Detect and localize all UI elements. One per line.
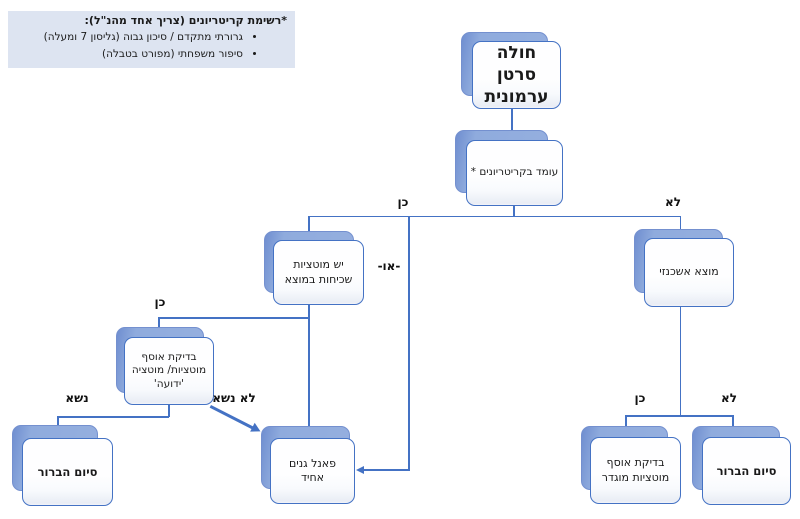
connector-criteria-stub (513, 205, 515, 217)
panel-defined-node: בדיקת אוסף מוטציות מוגדר (590, 437, 681, 504)
root-node-label: חולה סרטן ערמונית (484, 42, 549, 108)
mutations-node: יש מוטציות שכיחות במוצא (273, 240, 364, 305)
criteria-node-label: עומד בקריטריונים * (470, 166, 559, 179)
panel-known-node: בדיקת אוסף מוטציות/ מוטציה 'ידועה' (124, 337, 214, 405)
connector-drop-panel-defined (625, 415, 627, 429)
connector-drop-mutations (308, 215, 310, 235)
mutations-node-label: יש מוטציות שכיחות במוצא (284, 258, 353, 286)
connector-carrier-branch (57, 416, 169, 418)
criteria-note-box: *רשימת קריטריונים (צריך אחד מהנ"ל): גרור… (8, 11, 295, 68)
panel-unified-node: פאנל גנים אחיד (270, 438, 355, 504)
ashkenazi-node: מוצא אשכנזי (644, 238, 734, 307)
edge-label-carrier: נשא (65, 391, 89, 405)
connector-drop-end-right (732, 415, 734, 429)
connector-drop-end-left (57, 416, 59, 430)
not-carrier-arrow-icon (209, 405, 254, 430)
connector-ashkenazi-down (679, 306, 681, 416)
connector-root-criteria (511, 109, 513, 141)
or-arrowhead-icon (356, 465, 364, 474)
edge-label-no-top: לא (665, 195, 681, 209)
connector-bottom-branch (625, 415, 734, 417)
connector-top-branch (308, 215, 681, 217)
root-node: חולה סרטן ערמונית (472, 41, 561, 109)
criteria-note-list: גרורתי מתקדם / סיכון גבוה (גליסון 7 ומעל… (14, 29, 287, 63)
connector-panel-known-stub (168, 404, 170, 417)
ashkenazi-node-label: מוצא אשכנזי (659, 265, 719, 279)
end-right-node: סיום הברור (702, 437, 791, 505)
edge-label-or: -או- (377, 259, 401, 273)
edge-label-yes-top: כן (397, 195, 409, 209)
edge-label-not-carrier: לא נשא (212, 391, 256, 405)
edge-label-yes-mid: כן (154, 295, 166, 309)
connector-or-vertical (408, 215, 410, 471)
criteria-note-title: *רשימת קריטריונים (צריך אחד מהנ"ל): (84, 14, 287, 27)
panel-unified-node-label: פאנל גנים אחיד (288, 456, 337, 484)
end-right-node-label: סיום הברור (716, 463, 777, 478)
criteria-note-item: סיפור משפחתי (מפורט בטבלה) (14, 46, 243, 63)
connector-or-horizontal (362, 469, 409, 471)
connector-drop-ashkenazi (679, 215, 681, 232)
criteria-note-item: גרורתי מתקדם / סיכון גבוה (גליסון 7 ומעל… (14, 29, 243, 46)
criteria-node: עומד בקריטריונים * (466, 140, 563, 206)
end-left-node-label: סיום הברור (37, 464, 98, 479)
connector-yes-mid-branch (158, 317, 309, 319)
connector-mutations-panel (308, 303, 310, 429)
panel-known-node-label: בדיקת אוסף מוטציות/ מוטציה 'ידועה' (131, 350, 207, 390)
edge-label-yes-bottom: כן (634, 391, 646, 405)
panel-defined-node-label: בדיקת אוסף מוטציות מוגדר (601, 456, 670, 484)
end-left-node: סיום הברור (22, 438, 113, 506)
edge-label-no-bottom: לא (721, 391, 737, 405)
